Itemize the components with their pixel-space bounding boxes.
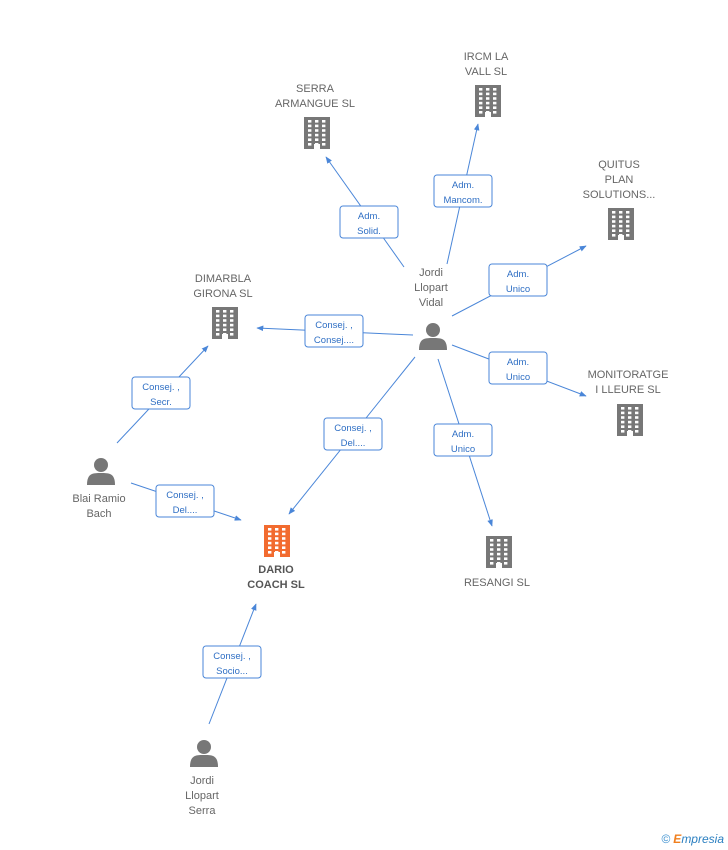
node-label: PLAN xyxy=(605,174,634,186)
building-icon xyxy=(608,208,634,240)
edge-label-box xyxy=(339,205,399,239)
edge-label[interactable]: Adm. Mancom. xyxy=(433,174,493,208)
building-icon xyxy=(486,536,512,568)
edge-label-text: Consej. , xyxy=(334,423,372,434)
edge-label-text: Consej. , xyxy=(166,490,204,501)
node-label: I LLEURE SL xyxy=(595,384,660,396)
edge-jordi_vidal-to-dario: Consej. , Del.... xyxy=(288,356,416,515)
node-label: Serra xyxy=(189,805,217,817)
edge-label-box xyxy=(304,314,364,348)
node-quitus[interactable]: QUITUS PLAN SOLUTIONS... xyxy=(583,159,656,240)
edge-label-box xyxy=(323,417,383,451)
node-label: Llopart xyxy=(185,790,219,802)
node-label: Jordi xyxy=(419,267,443,279)
node-resangi[interactable]: RESANGI SL xyxy=(464,536,530,589)
edge-label-text: Consej.... xyxy=(314,335,354,346)
node-monitoratge[interactable]: MONITORATGE I LLEURE SL xyxy=(588,369,669,436)
copyright-icon: © xyxy=(661,832,671,846)
node-dario[interactable]: DARIO COACH SL xyxy=(247,525,305,591)
edge-label[interactable]: Consej. , Secr. xyxy=(131,376,191,410)
node-label: DIMARBLA xyxy=(195,273,252,285)
edge-label-text: Del.... xyxy=(341,438,366,449)
person-icon xyxy=(87,458,115,485)
edge-blai-to-dimarbla: Consej. , Secr. xyxy=(116,345,209,444)
node-serra[interactable]: SERRA ARMANGUE SL xyxy=(275,83,355,149)
edge-label-text: Unico xyxy=(506,284,530,295)
node-label: ARMANGUE SL xyxy=(275,98,355,110)
node-label: SERRA xyxy=(296,83,335,95)
edge-label-box xyxy=(488,351,548,385)
person-icon xyxy=(190,740,218,767)
edge-label[interactable]: Adm. Solid. xyxy=(339,205,399,239)
node-label: Llopart xyxy=(414,282,448,294)
edge-label-text: Solid. xyxy=(357,226,381,237)
node-label: VALL SL xyxy=(465,66,507,78)
edge-label-text: Adm. xyxy=(358,211,380,222)
edge-jordi_vidal-to-ircm: Adm. Mancom. xyxy=(433,123,493,265)
edge-label-text: Unico xyxy=(451,444,475,455)
node-label: DARIO xyxy=(258,564,294,576)
node-label: Bach xyxy=(86,508,111,520)
edge-label[interactable]: Adm. Unico xyxy=(433,423,493,457)
building-icon xyxy=(617,404,643,436)
edge-jordi_vidal-to-serra: Adm. Solid. xyxy=(325,156,405,268)
edge-label-text: Consej. , xyxy=(142,382,180,393)
edge-label-box xyxy=(433,423,493,457)
edge-label-box xyxy=(202,645,262,679)
edge-label-text: Consej. , xyxy=(315,320,353,331)
edge-label-box xyxy=(488,263,548,297)
building-icon xyxy=(212,307,238,339)
edge-label[interactable]: Consej. , Del.... xyxy=(323,417,383,451)
brand-name: mpresia xyxy=(681,832,724,846)
edge-label-text: Adm. xyxy=(507,269,529,280)
node-label: IRCM LA xyxy=(464,51,509,63)
node-label: RESANGI SL xyxy=(464,577,530,589)
brand-logo-initial: E xyxy=(673,832,682,846)
edge-label-box xyxy=(131,376,191,410)
edge-label-box xyxy=(155,484,215,518)
node-label: SOLUTIONS... xyxy=(583,189,656,201)
edge-jordi_vidal-to-dimarbla: Consej. , Consej.... xyxy=(256,314,414,348)
edge-label[interactable]: Adm. Unico xyxy=(488,351,548,385)
node-label: MONITORATGE xyxy=(588,369,669,381)
edge-jordi_vidal-to-quitus: Adm. Unico xyxy=(451,245,587,317)
edge-label-text: Adm. xyxy=(507,357,529,368)
edge-jordi_vidal-to-resangi: Adm. Unico xyxy=(433,358,493,527)
edge-label[interactable]: Consej. , Del.... xyxy=(155,484,215,518)
edge-label-text: Secr. xyxy=(150,397,172,408)
edge-label[interactable]: Consej. , Consej.... xyxy=(304,314,364,348)
edge-label[interactable]: Consej. , Socio... xyxy=(202,645,262,679)
edge-label-text: Adm. xyxy=(452,429,474,440)
node-label: COACH SL xyxy=(247,579,305,591)
edge-jordi_serra-to-dario: Consej. , Socio... xyxy=(202,603,262,725)
edge-label[interactable]: Adm. Unico xyxy=(488,263,548,297)
node-label: Vidal xyxy=(419,297,443,309)
node-label: Jordi xyxy=(190,775,214,787)
node-label: GIRONA SL xyxy=(193,288,252,300)
node-label: Blai Ramio xyxy=(72,493,125,505)
edge-label-text: Consej. , xyxy=(213,651,251,662)
brand-footer[interactable]: ©Empresia xyxy=(661,832,724,846)
edge-label-text: Mancom. xyxy=(443,195,482,206)
node-label: QUITUS xyxy=(598,159,640,171)
edge-label-text: Adm. xyxy=(452,180,474,191)
edge-label-text: Unico xyxy=(506,372,530,383)
person-icon xyxy=(419,323,447,350)
node-ircm[interactable]: IRCM LA VALL SL xyxy=(464,51,509,117)
building-icon xyxy=(264,525,290,557)
edge-label-text: Del.... xyxy=(173,505,198,516)
edge-blai-to-dario: Consej. , Del.... xyxy=(130,482,242,521)
edge-label-text: Socio... xyxy=(216,666,248,677)
building-icon xyxy=(304,117,330,149)
edge-label-box xyxy=(433,174,493,208)
node-dimarbla[interactable]: DIMARBLA GIRONA SL xyxy=(193,273,253,339)
building-icon xyxy=(475,85,501,117)
edge-jordi_vidal-to-monitoratge: Adm. Unico xyxy=(451,344,587,397)
